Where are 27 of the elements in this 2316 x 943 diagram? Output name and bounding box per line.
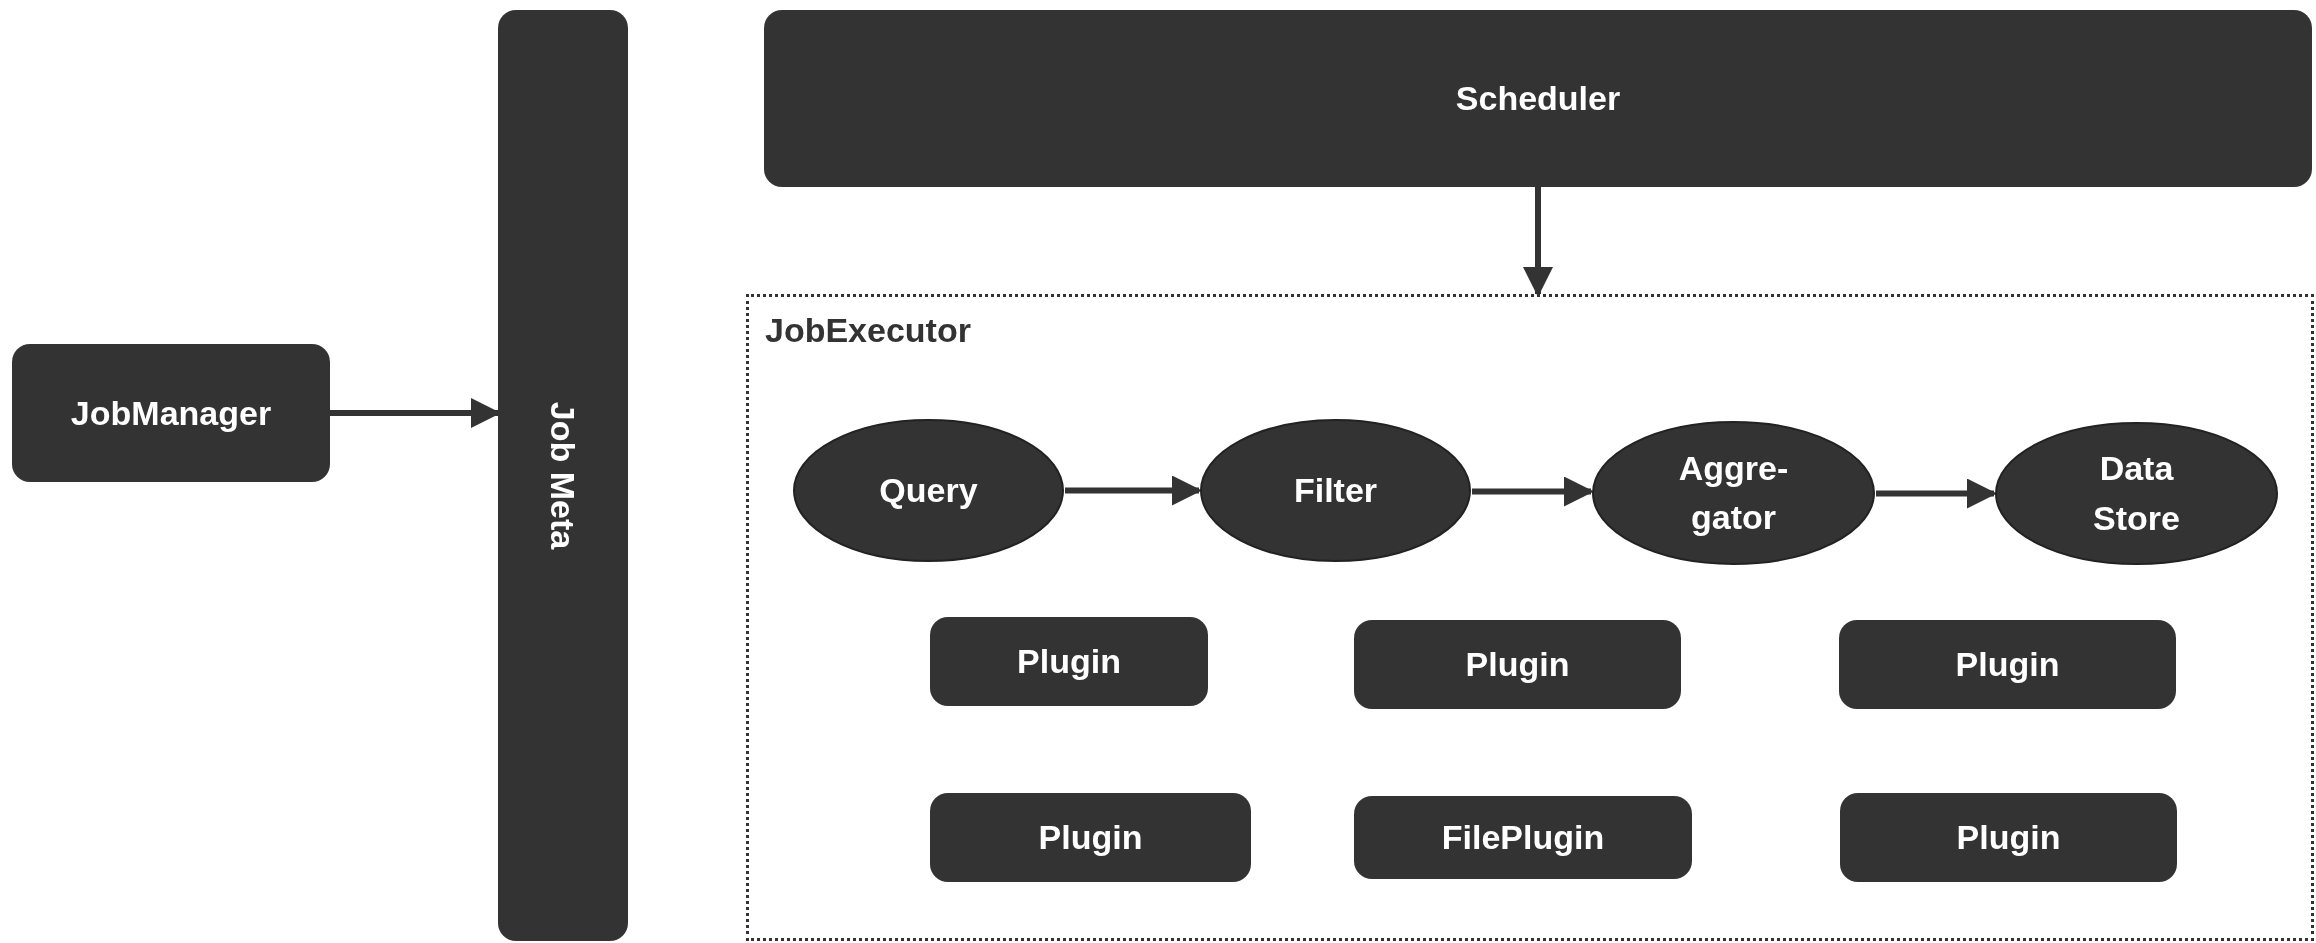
node-label: Aggre- gator <box>1677 447 1790 538</box>
container-heading: JobExecutor <box>765 311 971 350</box>
node-label: Plugin <box>1017 641 1121 682</box>
node-label: FilePlugin <box>1441 817 1605 858</box>
process-box <box>1839 620 2176 709</box>
node-label: Scheduler <box>1455 78 1621 119</box>
node-label: Filter <box>1293 469 1378 511</box>
process-box <box>930 617 1208 706</box>
node-label: Plugin <box>1955 644 2060 685</box>
process-box <box>930 793 1251 882</box>
process-box <box>498 10 628 941</box>
node-label: Plugin <box>1465 644 1570 685</box>
arrow <box>1065 475 1202 506</box>
process-box <box>764 10 2312 187</box>
node-label: Query <box>879 469 978 511</box>
process-box <box>1354 620 1681 709</box>
node-label: Data Store <box>2092 448 2181 539</box>
node-label: Job Meta <box>543 401 584 550</box>
node-label: Plugin <box>1038 817 1143 858</box>
arrow <box>1876 478 1997 509</box>
node-label: Plugin <box>1956 817 2061 858</box>
arrow <box>1523 187 1553 297</box>
process-box <box>12 344 330 482</box>
node-label: JobManager <box>70 392 272 434</box>
process-box <box>1354 796 1692 879</box>
process-box <box>1840 793 2177 882</box>
container-frame <box>746 294 2314 941</box>
